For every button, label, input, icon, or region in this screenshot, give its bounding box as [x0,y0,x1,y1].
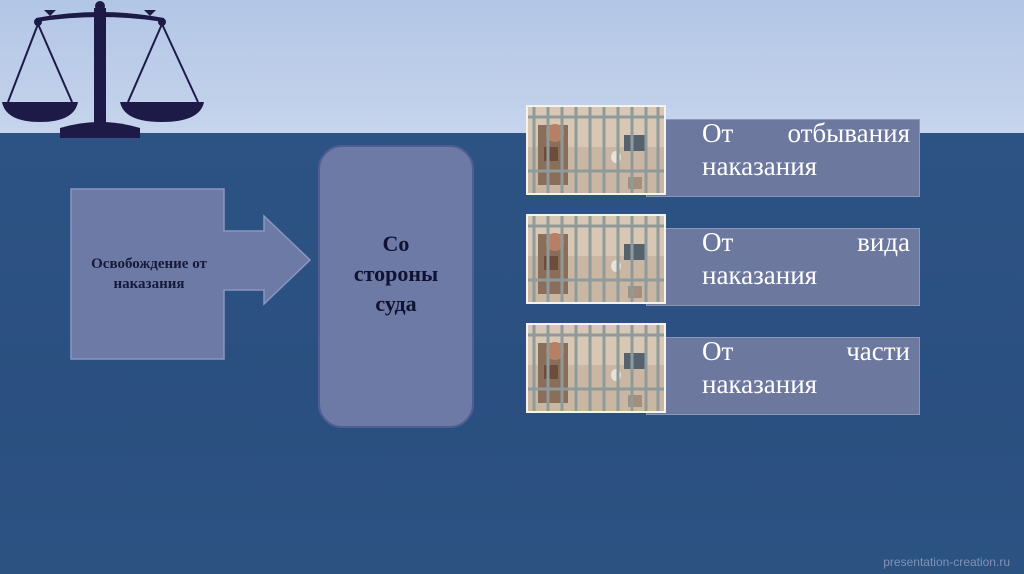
outcome-item: От части наказания [526,323,920,415]
outcome-text: От отбывания наказания [702,118,910,181]
court-box: Со стороны суда [318,145,474,428]
scales-of-justice-icon [2,1,204,138]
prison-bars-photo [526,323,666,413]
watermark: presentation-creation.ru [883,555,1010,569]
source-arrow-shape [70,188,312,360]
outcome-bar [646,228,920,306]
outcome-item: От отбывания наказания [526,105,920,197]
outcome-text: От вида наказания [702,227,910,290]
prison-bars-photo [526,105,666,195]
court-label: Со стороны суда [353,230,439,316]
source-label: Освобождение от наказания [91,256,207,292]
prison-bars-photo [526,214,666,304]
outcome-text: От части наказания [702,336,910,399]
outcome-bar [646,337,920,415]
outcome-item: От вида наказания [526,214,920,306]
